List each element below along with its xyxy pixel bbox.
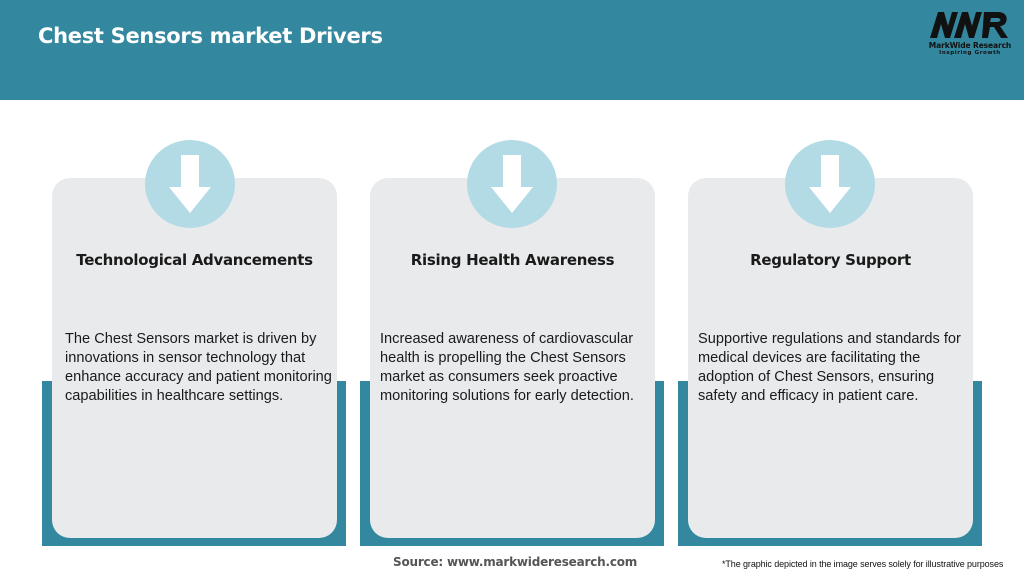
driver-card: Rising Health Awareness Increased awaren… (370, 178, 655, 538)
arrow-down-icon (491, 155, 533, 213)
driver-title: Rising Health Awareness (410, 251, 615, 269)
source-citation: Source: www.markwideresearch.com (393, 555, 638, 569)
driver-card: Regulatory Support Supportive regulation… (688, 178, 973, 538)
arrow-down-icon (809, 155, 851, 213)
page-title: Chest Sensors market Drivers (38, 24, 383, 48)
logo-name: MarkWide Research (928, 41, 1012, 50)
driver-icon-circle (785, 140, 875, 228)
markwide-research-logo: MarkWide Research Inspiring Growth (920, 10, 1020, 60)
illustrative-disclaimer: *The graphic depicted in the image serve… (722, 559, 1004, 569)
mwr-logo-icon (930, 12, 1008, 38)
driver-title: Regulatory Support (750, 251, 911, 269)
driver-description: Increased awareness of cardiovascular he… (380, 331, 634, 404)
driver-icon-circle (467, 140, 557, 228)
logo-tagline: Inspiring Growth (939, 50, 1001, 56)
driver-description: The Chest Sensors market is driven by in… (65, 331, 332, 404)
header-banner: Chest Sensors market Drivers MarkWide Re… (0, 0, 1024, 100)
driver-title: Technological Advancements (76, 251, 313, 269)
driver-card: Technological Advancements The Chest Sen… (52, 178, 337, 538)
driver-description: Supportive regulations and standards for… (698, 331, 961, 404)
arrow-down-icon (169, 155, 211, 213)
driver-icon-circle (145, 140, 235, 228)
